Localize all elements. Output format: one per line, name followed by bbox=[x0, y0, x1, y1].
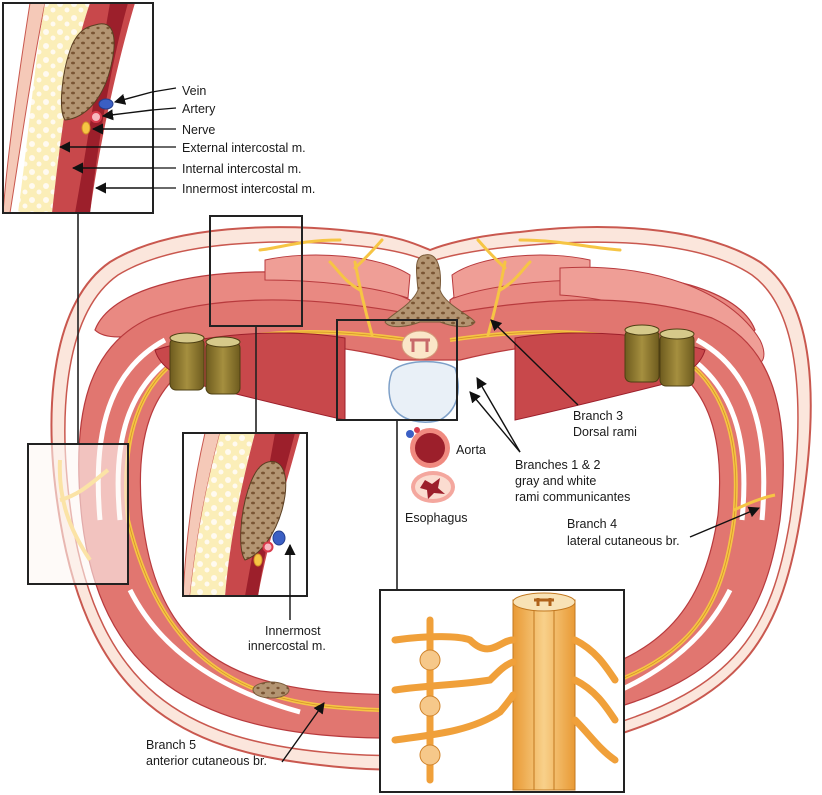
inset-spinal-cord-detail bbox=[379, 589, 625, 793]
leader-branch-2 bbox=[469, 391, 521, 453]
label-vein: Vein bbox=[182, 84, 206, 98]
label-rami-communicantes: rami communicantes bbox=[515, 490, 630, 504]
label-branch-4: Branch 4 bbox=[567, 517, 617, 531]
leader-branch-5 bbox=[281, 702, 325, 763]
inset-connectors bbox=[77, 213, 398, 590]
leader-branch-4 bbox=[689, 506, 761, 538]
label-artery: Artery bbox=[182, 102, 216, 116]
nerve-icon bbox=[81, 121, 91, 135]
inset-middle bbox=[182, 432, 308, 597]
label-nerve: Nerve bbox=[182, 123, 215, 137]
label-branches-1-2: Branches 1 & 2 bbox=[515, 458, 601, 472]
rib-cartilage-left bbox=[169, 332, 241, 395]
label-branch-3: Branch 3 bbox=[573, 409, 623, 423]
dorsal-rami-nerves bbox=[258, 238, 622, 337]
label-internal-intercostal: Internal intercostal m. bbox=[182, 162, 302, 176]
label-gray-white: gray and white bbox=[515, 474, 596, 488]
sternum bbox=[252, 681, 290, 699]
rib-bone bbox=[60, 23, 115, 121]
label-dorsal-rami: Dorsal rami bbox=[573, 425, 637, 439]
leader-branch-1 bbox=[476, 377, 521, 453]
lateral-cutaneous-nerve bbox=[733, 493, 776, 512]
label-innermost-innercostal-2: innercostal m. bbox=[248, 639, 326, 653]
artery-icon bbox=[90, 111, 102, 123]
vein-icon bbox=[98, 98, 114, 110]
leader-branch-3 bbox=[490, 319, 579, 406]
label-lateral-cutaneous: lateral cutaneous br. bbox=[567, 534, 680, 548]
label-aorta: Aorta bbox=[456, 443, 486, 457]
back-muscle-right-deep bbox=[451, 254, 591, 299]
rib-cartilage-right bbox=[624, 324, 695, 387]
aorta bbox=[410, 428, 450, 468]
inset-top-left-leaders bbox=[58, 91, 153, 194]
label-tick-lines bbox=[151, 87, 177, 189]
label-anterior-cutaneous: anterior cutaneous br. bbox=[146, 754, 267, 768]
label-esophagus: Esophagus bbox=[405, 511, 468, 525]
vertebral-body bbox=[388, 360, 459, 423]
label-innermost-intercostal: Innermost intercostal m. bbox=[182, 182, 315, 196]
label-branch-5: Branch 5 bbox=[146, 738, 196, 752]
label-innermost-innercostal-1: Innermost bbox=[265, 624, 321, 638]
spinal-cord-gray-matter bbox=[410, 338, 430, 352]
label-external-intercostal: External intercostal m. bbox=[182, 141, 306, 155]
vertebra-spinous-process bbox=[384, 254, 476, 328]
spinal-cord bbox=[401, 330, 439, 360]
esophagus bbox=[411, 471, 455, 503]
inset-top-left bbox=[2, 2, 154, 214]
inset-left-lateral bbox=[27, 443, 129, 585]
